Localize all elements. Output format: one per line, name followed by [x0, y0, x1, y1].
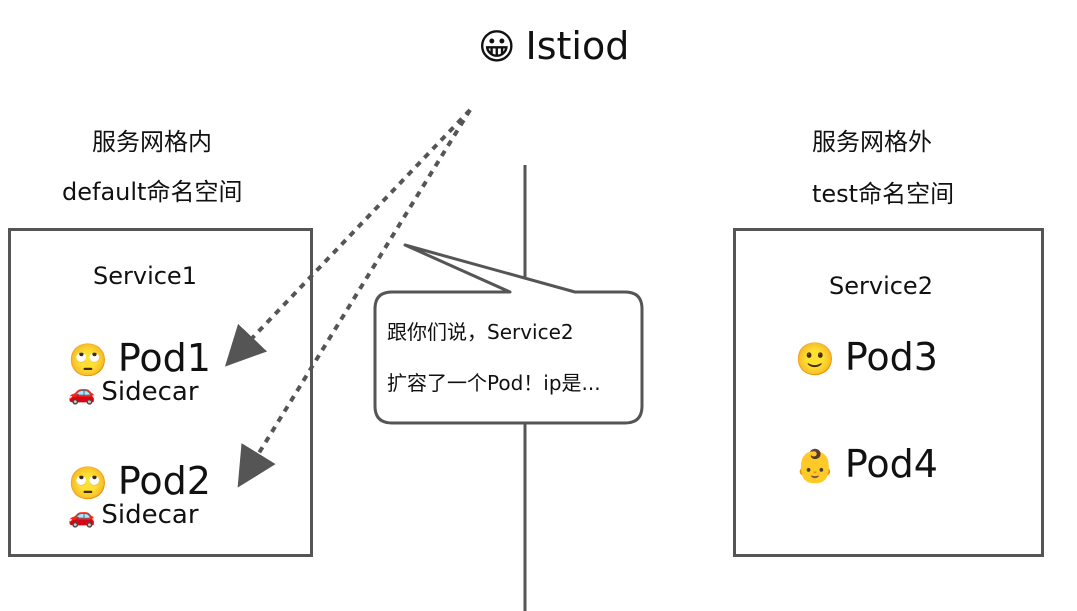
- istiod-label: Istiod: [525, 24, 630, 68]
- pod2: 🙄Pod2: [68, 459, 211, 503]
- pod4-label: Pod4: [844, 442, 938, 486]
- pod3-label: Pod3: [844, 335, 938, 379]
- pod1-sidecar: 🚗Sidecar: [68, 377, 199, 407]
- speech-bubble-line2: 扩容了一个Pod！ip是...: [387, 371, 601, 395]
- pod1: 🙄Pod1: [68, 336, 211, 380]
- outside-mesh-caption-line2: test命名空间: [812, 180, 955, 208]
- pod2-sidecar: 🚗Sidecar: [68, 500, 199, 530]
- eye-roll-face-icon: 🙄: [68, 464, 108, 502]
- speech-bubble-shape: [373, 243, 644, 425]
- istiod-title: 😀Istiod: [478, 24, 629, 68]
- pod1-label: Pod1: [117, 336, 211, 380]
- car-icon: 🚗: [68, 504, 96, 529]
- eye-roll-face-icon: 🙄: [68, 341, 108, 379]
- pod1-sidecar-label: Sidecar: [101, 377, 199, 407]
- speech-bubble-line1: 跟你们说，Service2: [387, 320, 574, 344]
- pod2-sidecar-label: Sidecar: [101, 500, 199, 530]
- pod3: 🙂Pod3: [795, 335, 938, 379]
- service2-box: [733, 228, 1044, 557]
- pod4: 👶Pod4: [795, 442, 938, 486]
- slight-smile-face-icon: 🙂: [795, 340, 835, 378]
- grinning-face-icon: 😀: [478, 27, 516, 68]
- inside-mesh-caption-line1: 服务网格内: [92, 128, 212, 156]
- istiod-to-pod1-arrow: [224, 108, 472, 367]
- service1-box: [8, 228, 313, 557]
- service1-label: Service1: [93, 262, 197, 290]
- pod2-label: Pod2: [117, 459, 211, 503]
- car-icon: 🚗: [68, 381, 96, 406]
- baby-face-icon: 👶: [795, 447, 835, 485]
- outside-mesh-caption-line1: 服务网格外: [812, 128, 932, 156]
- inside-mesh-caption-line2: default命名空间: [62, 178, 243, 206]
- service2-label: Service2: [829, 272, 933, 300]
